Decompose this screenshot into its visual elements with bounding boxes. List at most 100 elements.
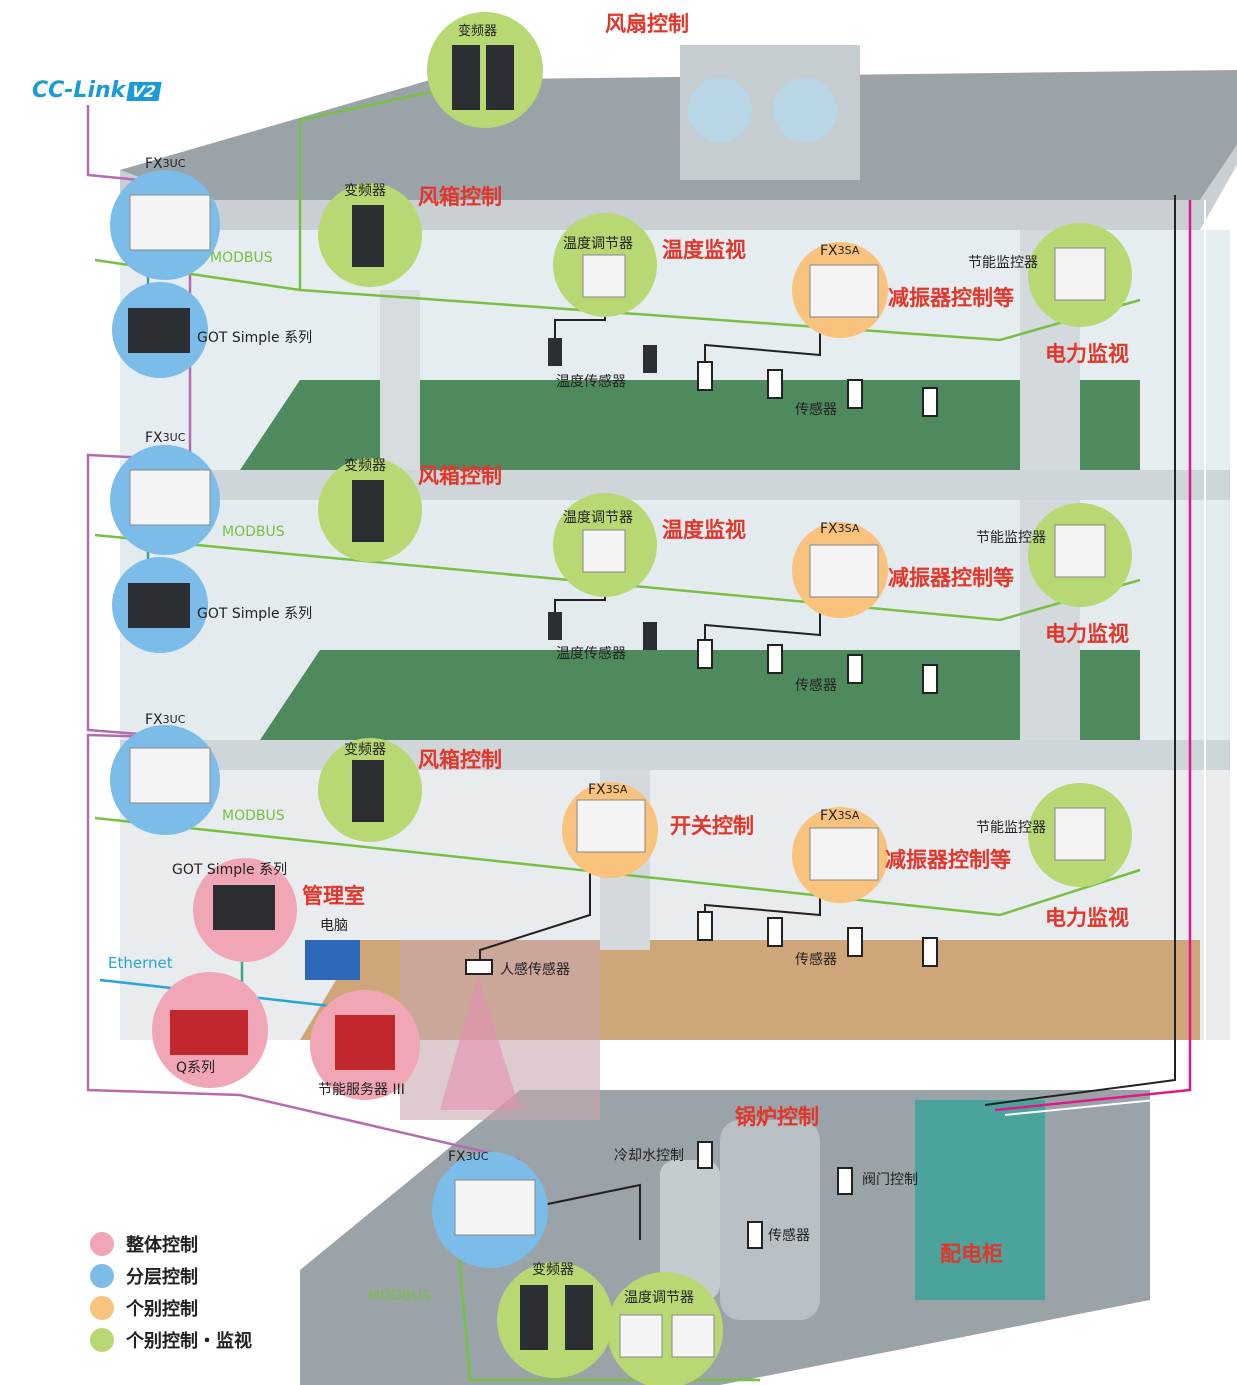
temp-sensor-label: 温度传感器 xyxy=(556,646,626,662)
sensor-label: 传感器 xyxy=(795,402,837,418)
modbus-label: MODBUS xyxy=(368,1288,431,1304)
fx3sa-label: FX3SA xyxy=(820,808,860,824)
inverter-unit xyxy=(520,1285,548,1350)
sensor-bus-2b xyxy=(704,600,821,645)
legend-swatch xyxy=(90,1232,114,1256)
got-screen xyxy=(128,583,190,628)
power-monitor-title: 电力监视 xyxy=(1045,622,1129,646)
temp-monitor-title: 温度监视 xyxy=(662,238,746,262)
boiler-tank-2 xyxy=(660,1160,720,1300)
inverter-label: 变频器 xyxy=(344,742,386,758)
sensor xyxy=(767,917,783,947)
modbus-line-1 xyxy=(94,816,1141,917)
human-sensor xyxy=(465,959,493,975)
sensor-label: 传感器 xyxy=(768,1228,810,1244)
sensor xyxy=(847,379,863,409)
ethernet-label: Ethernet xyxy=(108,954,173,972)
fan-box-control-title: 风箱控制 xyxy=(418,185,502,209)
plc-unit xyxy=(454,1179,536,1236)
floor-3-carpet xyxy=(240,380,1140,470)
sensor xyxy=(697,1141,713,1169)
sensor xyxy=(767,644,783,674)
fx3uc-label: FX3UC xyxy=(145,430,186,446)
building xyxy=(120,45,1237,1385)
fan-box-control-title: 风箱控制 xyxy=(418,464,502,488)
human-sensor-bus xyxy=(479,855,591,965)
power-line-3 xyxy=(1004,200,1206,1116)
legend: 整体控制 分层控制 个别控制 个别控制・监视 xyxy=(90,1228,252,1356)
fx3sa-label: FX3SA xyxy=(820,243,860,259)
legend-swatch xyxy=(90,1296,114,1320)
energy-monitor-label: 节能监控器 xyxy=(976,530,1046,546)
cclink-version-badge: V2 xyxy=(126,82,162,101)
sensor-beam xyxy=(440,975,520,1110)
energy-monitor-label: 节能监控器 xyxy=(968,255,1038,271)
inverter-label: 变频器 xyxy=(344,458,386,474)
boiler-control-title: 锅炉控制 xyxy=(735,1105,819,1129)
valve-control-label: 阀门控制 xyxy=(862,1172,918,1188)
temp-monitor-title: 温度监视 xyxy=(662,518,746,542)
sensor xyxy=(767,369,783,399)
modbus-label: MODBUS xyxy=(222,808,285,824)
energy-server-label: 节能服务器 III xyxy=(318,1082,405,1098)
switch-control-title: 开关控制 xyxy=(670,814,754,838)
legend-label: 个别控制・监视 xyxy=(126,1331,252,1352)
temp-sensor xyxy=(548,612,562,640)
power-monitor-title: 电力监视 xyxy=(1045,342,1129,366)
legend-label: 整体控制 xyxy=(126,1235,198,1256)
devices xyxy=(128,45,1106,1358)
q-series-rack xyxy=(170,1010,248,1055)
power-line-2 xyxy=(984,195,1176,1106)
inverter-label: 变频器 xyxy=(458,24,498,39)
boiler-tank xyxy=(720,1120,820,1320)
sensor-label: 传感器 xyxy=(795,952,837,968)
cooling-water-label: 冷却水控制 xyxy=(614,1148,684,1164)
temp-controller-unit xyxy=(582,529,626,573)
fx3uc-label: FX3UC xyxy=(145,712,186,728)
temp-controller-label: 温度调节器 xyxy=(563,510,633,526)
temp-sensor-label: 温度传感器 xyxy=(556,374,626,390)
inverter-unit xyxy=(352,480,384,542)
pc-monitor xyxy=(305,940,360,980)
sensor xyxy=(922,664,938,694)
inverter-unit xyxy=(565,1285,593,1350)
sensor xyxy=(922,387,938,417)
legend-label: 个别控制 xyxy=(126,1299,198,1320)
sensor xyxy=(697,911,713,941)
inverter-unit xyxy=(352,205,384,267)
sensor-label: 传感器 xyxy=(795,678,837,694)
legend-swatch xyxy=(90,1328,114,1352)
sensor xyxy=(847,654,863,684)
temp-controller-unit xyxy=(619,1314,663,1358)
plc-unit xyxy=(129,747,211,804)
energy-monitor-unit xyxy=(1054,247,1106,301)
floor-2-carpet xyxy=(260,650,1140,740)
computer-label: 电脑 xyxy=(320,918,348,934)
power-monitor-title: 电力监视 xyxy=(1045,906,1129,930)
fan-box-control-title: 风箱控制 xyxy=(418,748,502,772)
inverter-unit xyxy=(352,760,384,822)
fan-1 xyxy=(688,78,752,142)
energy-monitor-unit xyxy=(1054,524,1106,578)
fan-control-title: 风扇控制 xyxy=(605,12,689,36)
legend-item: 个别控制・监视 xyxy=(90,1324,252,1356)
temp-sensor xyxy=(643,622,657,650)
column-left xyxy=(380,290,420,470)
fx3uc-label: FX3UC xyxy=(145,156,186,172)
fx3sa-label: FX3SA xyxy=(820,521,860,537)
sensor xyxy=(847,927,863,957)
temp-controller-unit xyxy=(671,1314,715,1358)
modbus-label: MODBUS xyxy=(210,250,273,266)
fan-modbus-line xyxy=(298,88,441,290)
energy-monitor-unit xyxy=(1054,807,1106,861)
fan-2 xyxy=(773,78,837,142)
damper-control-title: 减振器控制等 xyxy=(885,848,1011,872)
power-line xyxy=(994,200,1192,1112)
got-simple-label: GOT Simple 系列 xyxy=(197,606,313,622)
human-sensor-label: 人感传感器 xyxy=(500,962,570,978)
energy-monitor-label: 节能监控器 xyxy=(976,820,1046,836)
temp-sensor xyxy=(548,338,562,366)
got-simple-label: GOT Simple 系列 xyxy=(172,862,288,878)
